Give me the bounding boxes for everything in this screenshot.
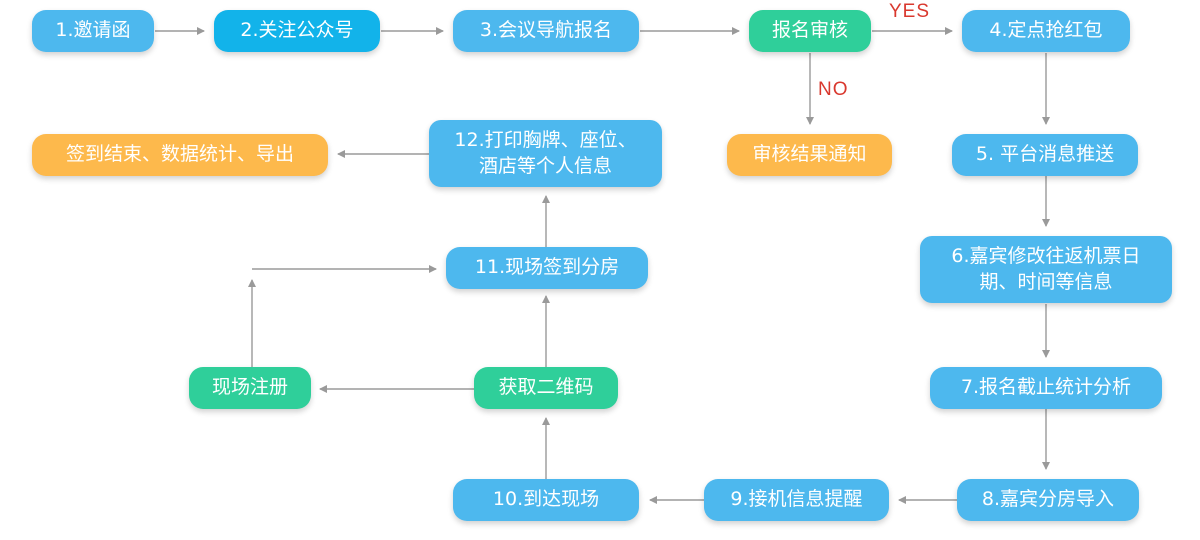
node-follow-account: 2.关注公众号 (214, 10, 380, 52)
node-onsite-register: 现场注册 (189, 367, 311, 409)
node-pickup-reminder: 9.接机信息提醒 (704, 479, 889, 521)
node-register: 3.会议导航报名 (453, 10, 639, 52)
node-review-result: 审核结果通知 (727, 134, 892, 176)
node-push-message: 5. 平台消息推送 (952, 134, 1138, 176)
node-modify-flight: 6.嘉宾修改往返机票日 期、时间等信息 (920, 236, 1172, 303)
node-review: 报名审核 (749, 10, 871, 52)
node-room-import: 8.嘉宾分房导入 (957, 479, 1139, 521)
node-checkin-rooms: 11.现场签到分房 (446, 247, 648, 289)
label-no: NO (818, 79, 849, 100)
node-grab-red-envelope: 4.定点抢红包 (962, 10, 1130, 52)
node-invite: 1.邀请函 (32, 10, 154, 52)
node-checkin-end: 签到结束、数据统计、导出 (32, 134, 328, 176)
node-get-qrcode: 获取二维码 (474, 367, 618, 409)
node-arrive-venue: 10.到达现场 (453, 479, 639, 521)
label-yes: YES (889, 1, 931, 22)
node-deadline-stats: 7.报名截止统计分析 (930, 367, 1162, 409)
node-print-badge: 12.打印胸牌、座位、 酒店等个人信息 (429, 120, 662, 187)
